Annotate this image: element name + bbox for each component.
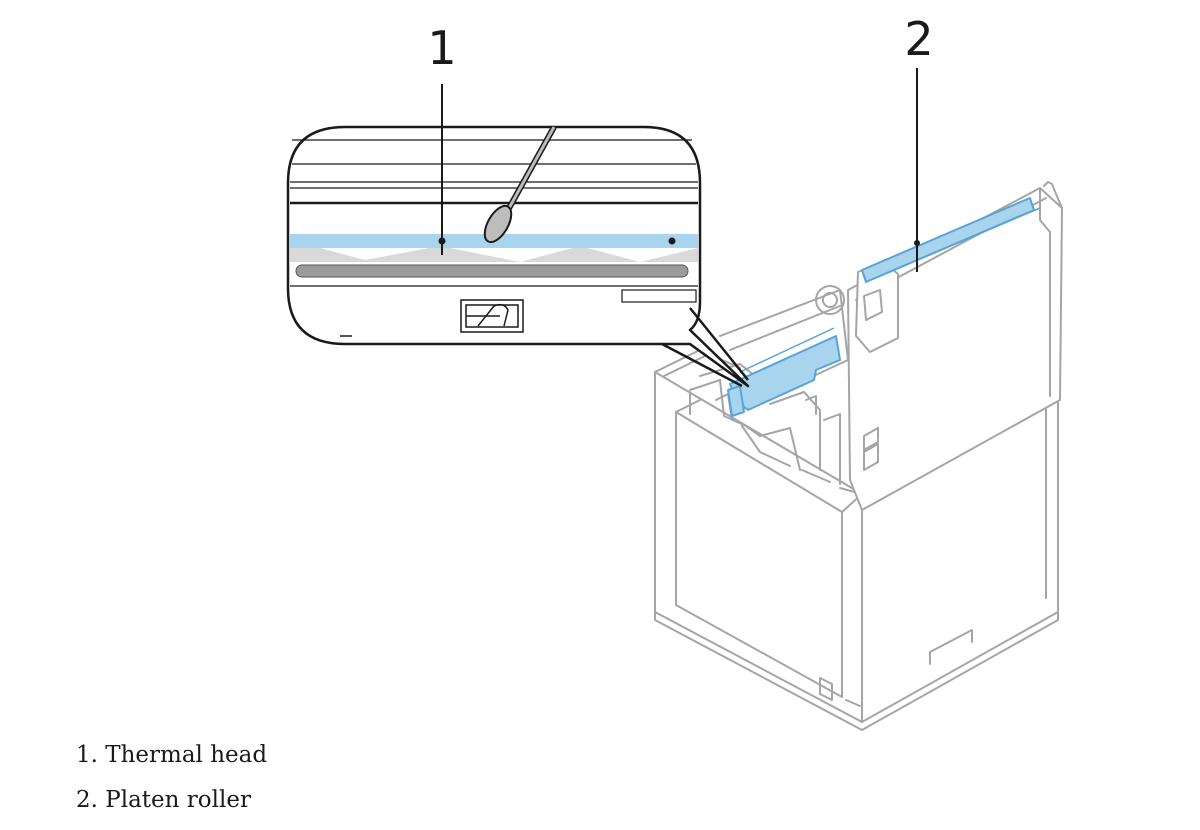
- latch-icon: [460, 299, 524, 333]
- printer-illustration: [654, 181, 1063, 731]
- parts-legend: 1. Thermal head 2. Platen roller: [76, 738, 267, 828]
- callout-2-number: 2: [904, 12, 933, 66]
- magnified-detail-inset: [286, 125, 750, 388]
- legend-item-platen-roller: 2. Platen roller: [76, 787, 251, 813]
- inset-frame: [286, 125, 750, 388]
- platen-roller-highlight: [861, 197, 1041, 283]
- inset-shading: [290, 246, 698, 262]
- cotton-swab-icon: [483, 125, 557, 244]
- callout-1-number: 1: [427, 21, 456, 75]
- printer-front-panel: [654, 371, 863, 723]
- thermal-head-highlight: [727, 327, 841, 417]
- inset-roller-bar: [295, 264, 689, 278]
- legend-item-thermal-head: 1. Thermal head: [76, 742, 268, 768]
- callout-leaders: [441, 68, 918, 272]
